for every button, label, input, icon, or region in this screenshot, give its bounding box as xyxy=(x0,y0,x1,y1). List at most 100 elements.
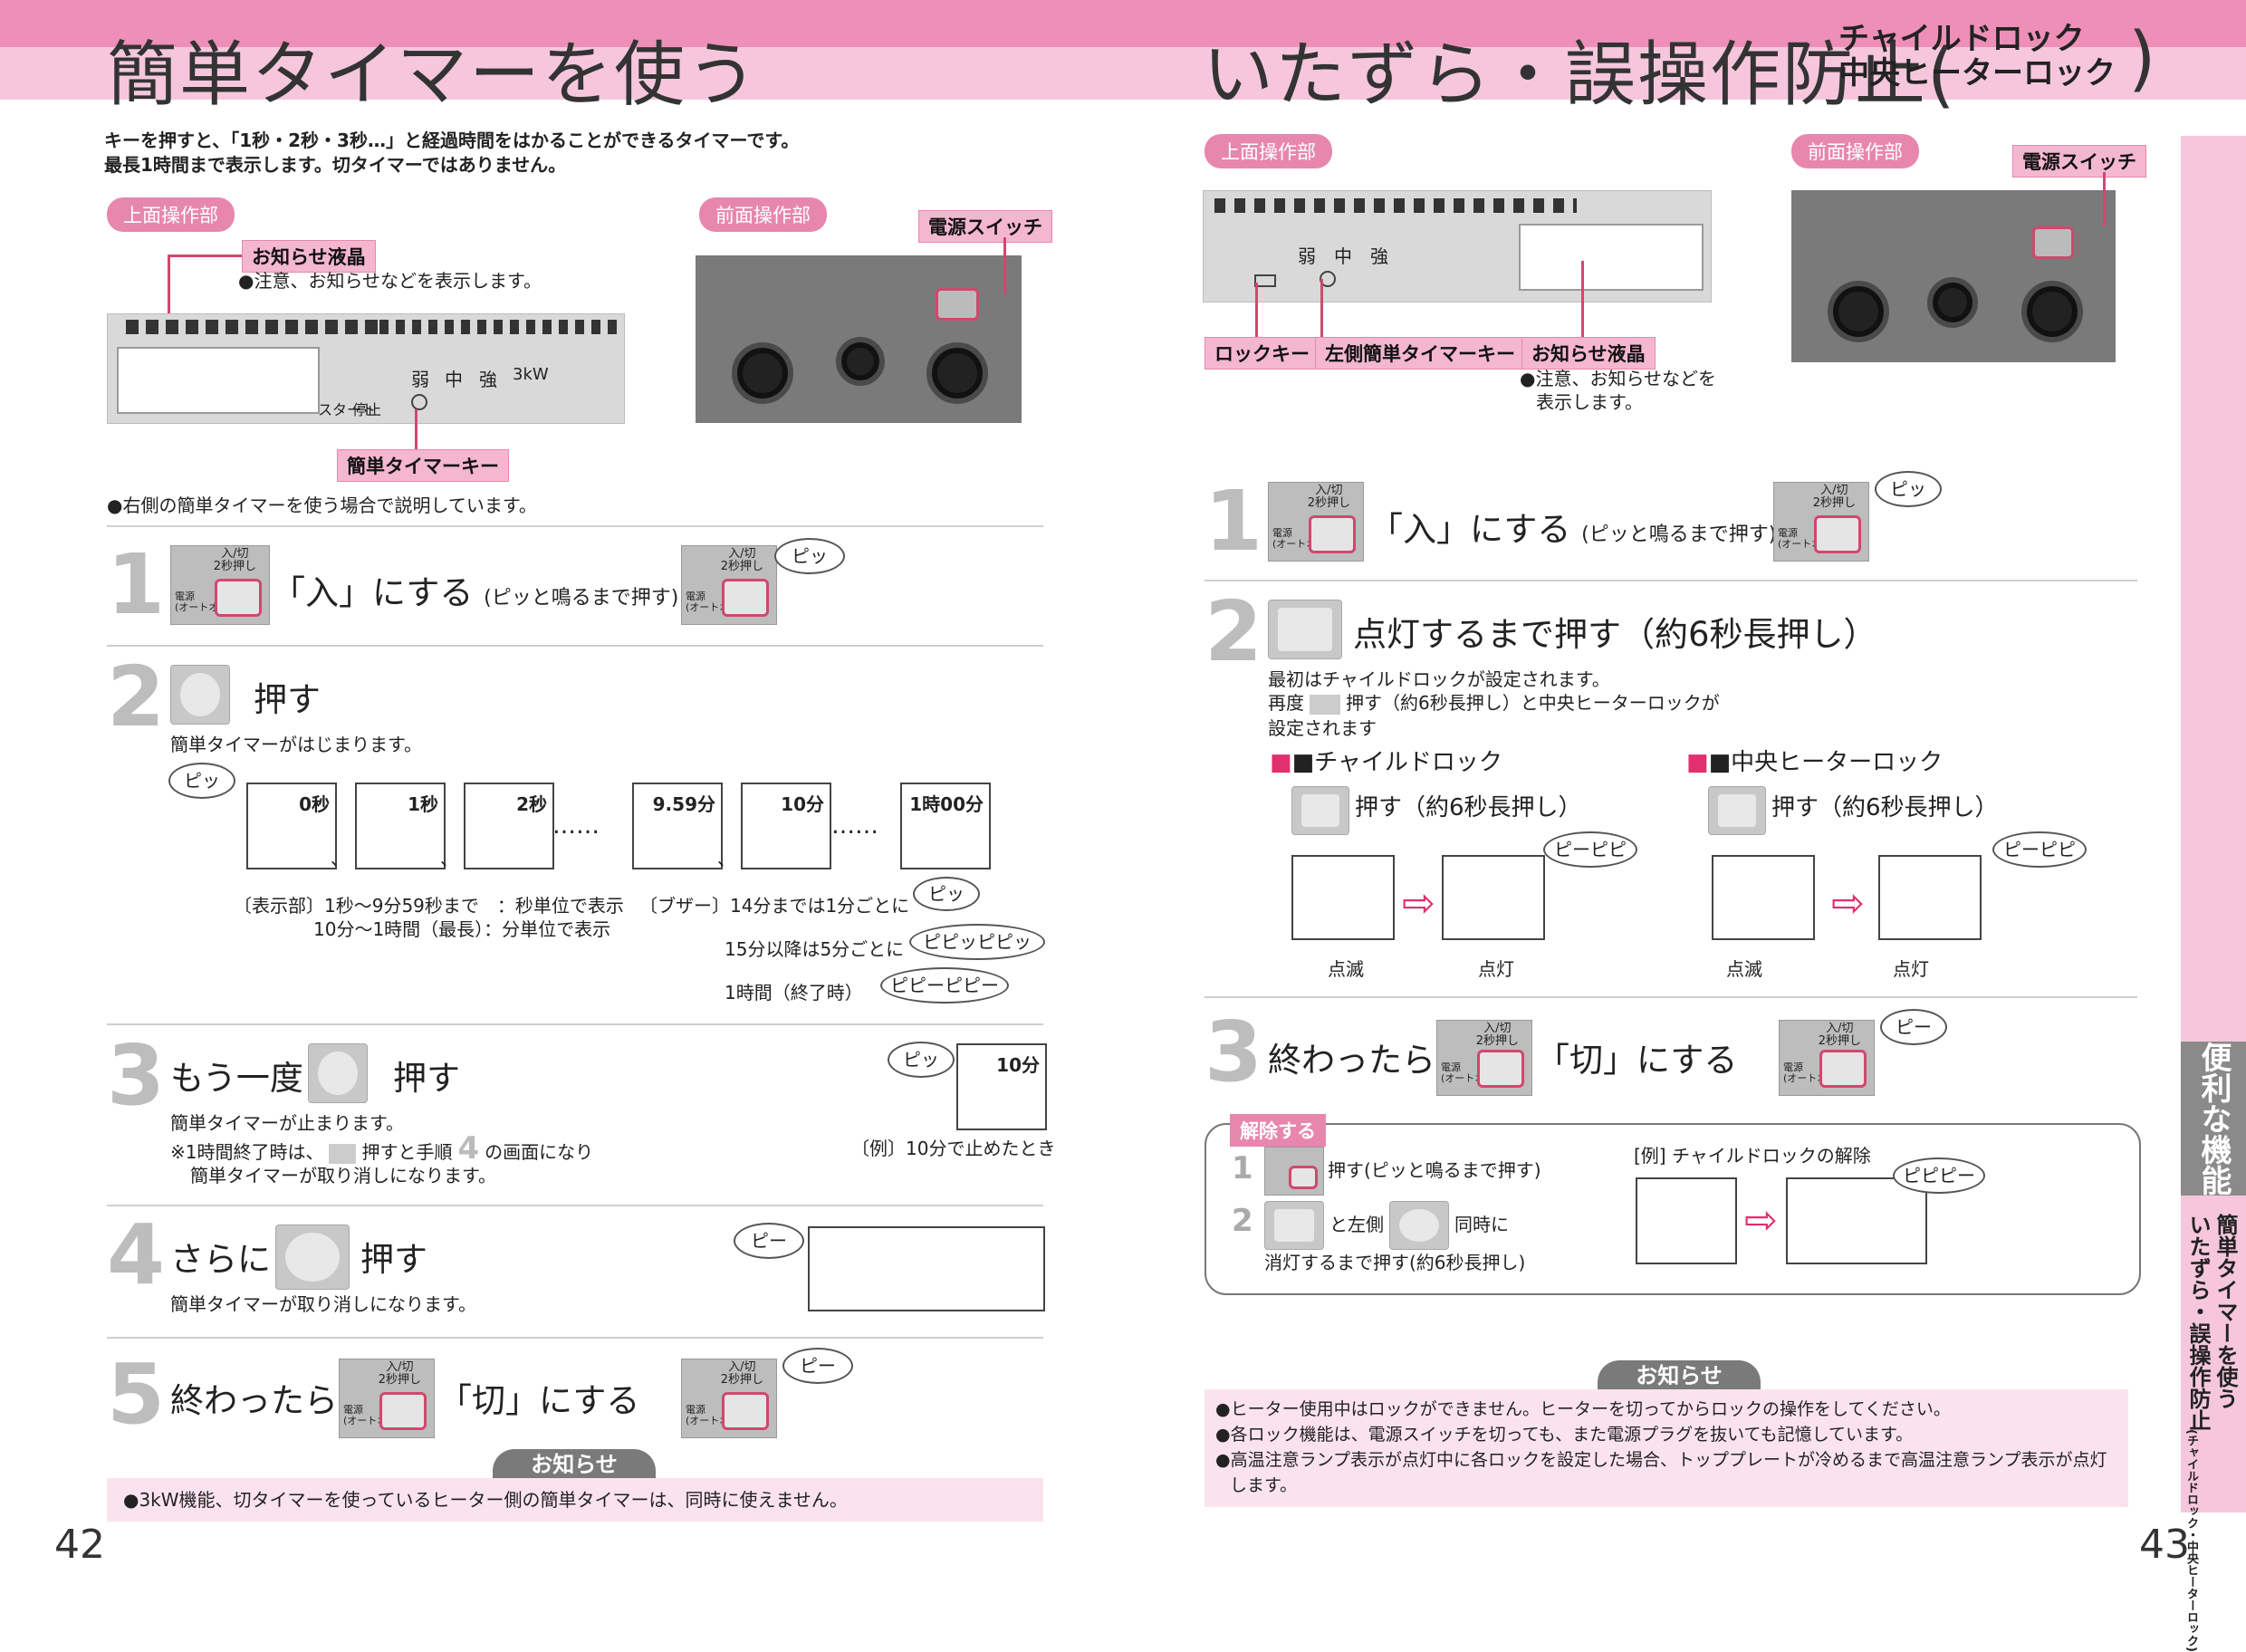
right-knob[interactable] xyxy=(926,342,988,404)
level-weak[interactable]: 弱 xyxy=(1298,245,1316,267)
center-lock-head-text: ■中央ヒーターロック xyxy=(1708,749,1944,776)
lock-key-tag: ロックキー xyxy=(1205,337,1320,370)
key-on-off: 入/切 xyxy=(386,1360,414,1374)
key-power: 電源 xyxy=(1272,527,1292,539)
blank-display xyxy=(808,1226,1045,1311)
desc2a: 再度 xyxy=(1268,692,1304,714)
panel-start[interactable]: スタート xyxy=(318,401,377,418)
step2-desc: 簡単タイマーがはじまります。 xyxy=(170,734,422,755)
blink-label: 点滅 xyxy=(1328,958,1364,980)
power-key-small[interactable] xyxy=(1264,1147,1324,1196)
display-value: 10分 xyxy=(996,1054,1040,1076)
key-button-face xyxy=(1289,1166,1318,1189)
display-value: 0秒 xyxy=(299,793,330,815)
buzzer-info-3: 1時間（終了時） xyxy=(725,982,863,1004)
title-close: ) xyxy=(2128,18,2158,100)
timer-display: 2秒 xyxy=(464,783,554,869)
timer-key[interactable] xyxy=(1389,1201,1449,1250)
display-value: 1時00分 xyxy=(909,793,984,815)
level-strong[interactable]: 強 xyxy=(479,369,497,390)
beep-bubble: ピピピー xyxy=(1893,1157,1985,1194)
lock-key[interactable] xyxy=(1708,786,1766,835)
beep-bubble: ピピーピピー xyxy=(880,967,1009,1004)
timer-key[interactable] xyxy=(308,1043,368,1103)
timer-key-inline-icon xyxy=(329,1143,357,1164)
key-button-face xyxy=(1814,515,1861,553)
front-power-button[interactable] xyxy=(2032,226,2074,259)
key-lock-icon xyxy=(1278,608,1332,651)
step-number: 3 xyxy=(1205,1004,1263,1100)
timer-clock-icon xyxy=(285,1233,340,1282)
intro-line-1: キーを押すと、「1秒・2秒・3秒…」と経過時間をはかることができるタイマーです。 xyxy=(104,130,800,151)
lcd-note-1: ●注意、お知らせなどを xyxy=(1520,368,1717,389)
left-knob[interactable] xyxy=(1828,281,1889,342)
step3-text-b: 押す xyxy=(393,1059,460,1098)
timer-display: 10分 xyxy=(741,783,831,869)
lock-display-lit xyxy=(1442,855,1545,940)
header-band-top xyxy=(1123,0,2246,47)
desc2b: 押すと手順 xyxy=(361,1141,453,1163)
front-power-button[interactable] xyxy=(936,288,979,321)
level-weak[interactable]: 弱 xyxy=(411,369,429,390)
key-hold: 2秒押し xyxy=(1475,1034,1519,1048)
key-power: 電源 xyxy=(1778,527,1798,539)
panel-stop[interactable]: 停止 xyxy=(352,401,382,418)
level-mid[interactable]: 中 xyxy=(445,369,463,390)
notice-heading-right: お知らせ xyxy=(1598,1360,1761,1391)
timer-display: 10分 xyxy=(956,1043,1047,1130)
key-hold: 2秒押し xyxy=(720,1373,763,1387)
key-on-off: 入/切 xyxy=(1820,484,1848,497)
timer-key[interactable] xyxy=(275,1225,350,1290)
key-lock-icon xyxy=(1274,1209,1314,1242)
level-mid[interactable]: 中 xyxy=(1334,245,1352,267)
step3-desc-3: 簡単タイマーが取り消しになります。 xyxy=(190,1165,496,1186)
key-hold: 2秒押し xyxy=(1307,496,1350,510)
lock-key[interactable] xyxy=(1268,600,1342,659)
top-panel-label: 上面操作部 xyxy=(1205,134,1332,168)
beep-bubble: ピッ xyxy=(913,877,980,911)
key-power: 電源 xyxy=(1783,1061,1803,1073)
key-on-off: 入/切 xyxy=(728,1360,756,1374)
step2-text: 点灯するまで押す（約6秒長押し） xyxy=(1353,615,1877,654)
lock-key-icon[interactable] xyxy=(1254,274,1276,287)
top-control-panel-right: 弱 中 強 xyxy=(1203,190,1712,303)
lock-key[interactable] xyxy=(1291,786,1349,835)
right-knob[interactable] xyxy=(2021,281,2083,342)
center-knob[interactable] xyxy=(836,337,885,386)
child-press: 押す（約6秒長押し） xyxy=(1355,794,1582,821)
timer-key[interactable] xyxy=(170,665,230,725)
lcd-note-2: 表示します。 xyxy=(1536,391,1643,413)
key-hold: 2秒押し xyxy=(1818,1034,1861,1048)
power-leader xyxy=(2103,172,2106,226)
beep-bubble: ピッ xyxy=(774,538,845,574)
left-knob[interactable] xyxy=(732,342,793,404)
lock-key[interactable] xyxy=(1264,1201,1324,1250)
lcd-leader xyxy=(1581,261,1584,337)
lcd-leader-h xyxy=(168,255,242,257)
center-knob[interactable] xyxy=(1927,277,1978,328)
notice-line-2: ●各ロック機能は、電源スイッチを切っても、また電源プラグを抜いても記憶しています… xyxy=(1215,1425,1914,1445)
level-strong[interactable]: 強 xyxy=(1370,245,1388,267)
timer-display: 9.59分 xyxy=(632,783,723,869)
level-3kw[interactable]: 3kW xyxy=(513,365,549,384)
blink-label: 点滅 xyxy=(1726,958,1762,980)
center-display-lit xyxy=(1878,855,1982,940)
beep-bubble: ピッ xyxy=(888,1042,955,1078)
timer-display: 1時00分 xyxy=(900,783,991,869)
desc2a: ※1時間終了時は、 xyxy=(170,1141,324,1163)
timer-key-icon[interactable] xyxy=(411,394,427,410)
step-number: 2 xyxy=(1205,583,1263,680)
side-tab-useful[interactable]: 便利な機能 xyxy=(2181,1042,2246,1196)
